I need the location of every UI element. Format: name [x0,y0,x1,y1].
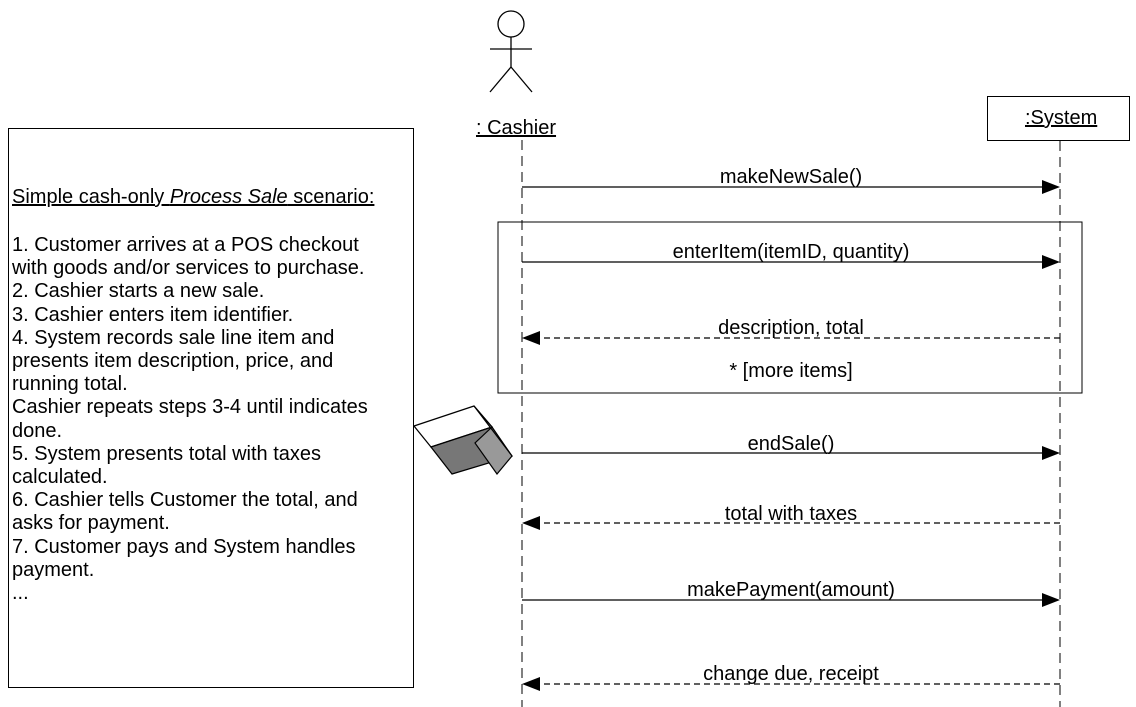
block-arrow-icon [412,405,513,475]
scenario-step-line: with goods and/or services to purchase. [12,257,365,280]
arrowhead-icon [522,516,540,530]
scenario-step-line: presents item description, price, and [12,350,334,373]
scenario-step-line: running total. [12,373,128,396]
scenario-title-prefix: Simple cash-only [12,186,170,208]
message-arrow [522,516,1060,530]
message-label: change due, receipt [703,663,879,685]
message-label: total with taxes [724,503,858,525]
scenario-title-suffix: scenario: [287,186,375,208]
scenario-title: Simple cash-only Process Sale scenario: [12,186,374,209]
scenario-step-line: 4. System records sale line item and [12,326,335,349]
arrowhead-icon [522,331,540,345]
message-label: description, total [718,317,864,339]
scenario-step-line: done. [12,419,63,442]
scenario-step-line: 3. Cashier enters item identifier. [12,303,294,326]
message-label: makeNewSale() [719,166,863,188]
loop-frame [497,221,1083,394]
arrowhead-icon [1042,446,1060,460]
scenario-step-line: Cashier repeats steps 3-4 until indicate… [12,396,368,419]
scenario-step-line: 1. Customer arrives at a POS checkout [12,234,359,256]
message-arrow [522,331,1060,345]
scenario-step-line: 6. Cashier tells Customer the total, and [12,489,358,512]
scenario-title-italic: Process Sale [169,186,288,208]
scenario-step-line: 7. Customer pays and System handles [12,535,356,558]
message-arrow [522,593,1060,607]
actor-stick-figure-icon [489,10,533,93]
actor-label: : Cashier [476,117,557,139]
arrowhead-icon [1042,255,1060,269]
scenario-box [8,128,414,688]
system-label: :System [1025,107,1098,129]
scenario-step-line: 5. System presents total with taxes [12,442,322,465]
scenario-step-line: calculated. [12,466,108,489]
system-box [987,96,1130,141]
message-label: makePayment(amount) [687,579,895,601]
scenario-step-line: payment. [12,558,95,581]
scenario-step-line: 2. Cashier starts a new sale. [12,280,265,303]
message-arrow [522,446,1060,460]
message-arrow [522,180,1060,194]
loop-guard-label: * [more items] [729,360,853,382]
arrowhead-icon [1042,180,1060,194]
message-label: enterItem(itemID, quantity) [672,241,910,263]
message-arrow [522,677,1060,691]
arrowhead-icon [522,677,540,691]
scenario-step-line: ... [12,582,29,605]
messages-layer [522,180,1060,691]
arrowhead-icon [1042,593,1060,607]
message-label: endSale() [747,433,835,455]
scenario-step-line: asks for payment. [12,512,170,535]
message-arrow [522,255,1060,269]
